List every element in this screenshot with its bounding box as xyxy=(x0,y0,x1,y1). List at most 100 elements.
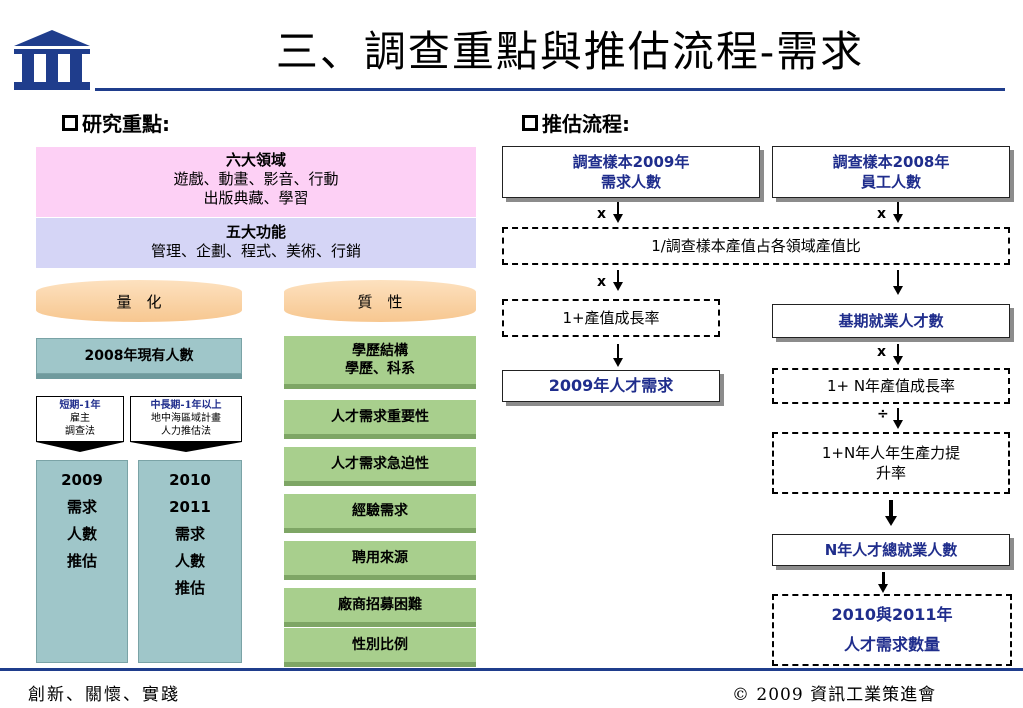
flow-arrow xyxy=(617,270,619,282)
flow-arrow xyxy=(897,408,899,420)
demand-2009-estimate-column: 2009 需求 人數 推估 xyxy=(36,460,128,663)
growth-rate-box: 1+產值成長率 xyxy=(502,299,720,337)
right-section-label: 推估流程: xyxy=(542,112,630,136)
quantitative-label: 量 化 xyxy=(116,292,162,311)
sample-2008-line2: 員工人數 xyxy=(860,173,921,191)
square-bullet-icon xyxy=(522,114,538,131)
long-term-callout: 中長期-1年以上 地中海區域計畫 人力推估法 xyxy=(130,396,242,452)
col2-line: 人數 xyxy=(174,552,205,570)
total-employment-box: N年人才總就業人數 xyxy=(772,534,1010,566)
arrowhead-icon xyxy=(613,358,623,367)
left-section-heading: 研究重點: xyxy=(62,108,170,137)
multiply-label: x xyxy=(877,344,887,360)
multiply-label: x xyxy=(597,274,607,290)
col2-line: 2011 xyxy=(169,498,211,516)
flow-arrow xyxy=(897,344,899,356)
six-fields-band: 六大領域 遊戲、動畫、影音、行動 出版典藏、學習 xyxy=(36,147,476,217)
demand-2010-2011-box: 2010與2011年 人才需求數量 xyxy=(772,594,1012,666)
callout-pointer xyxy=(130,442,242,452)
qualitative-item: 人才需求急迫性 xyxy=(284,447,476,481)
col1-line: 2009 xyxy=(61,471,103,489)
flow-arrow xyxy=(897,202,899,214)
qualitative-item-label: 廠商招募困難 xyxy=(338,597,422,613)
arrowhead-icon xyxy=(613,214,623,223)
qualitative-item-label: 人才需求急迫性 xyxy=(331,456,429,472)
arrowhead-icon xyxy=(893,286,903,295)
footer-copyright: © 2009 資訊工業策進會 xyxy=(732,685,937,705)
footer-divider xyxy=(0,668,1023,671)
n-year-growth-box: 1+ N年產值成長率 xyxy=(772,368,1010,404)
six-fields-heading: 六大領域 xyxy=(225,151,286,169)
short-term-line3: 調查法 xyxy=(65,426,95,437)
institution-logo xyxy=(14,30,90,90)
footer-motto: 創新、關懷、實踐 xyxy=(28,685,180,705)
arrowhead-icon xyxy=(893,356,903,365)
base-employment-label: 基期就業人才數 xyxy=(838,312,944,330)
qualitative-header: 質 性 xyxy=(284,280,476,322)
qualitative-item-label: 聘用來源 xyxy=(352,550,408,566)
sample-2009-line2: 需求人數 xyxy=(600,173,661,191)
col1-line: 需求 xyxy=(66,498,97,516)
sample-2009-demand-box: 調查樣本2009年 需求人數 xyxy=(502,146,760,198)
long-term-line3: 人力推估法 xyxy=(161,426,211,437)
flow-arrow xyxy=(897,270,899,286)
flow-arrow xyxy=(617,202,619,214)
col2-line: 需求 xyxy=(174,525,205,543)
arrowhead-icon xyxy=(878,584,888,593)
arrowhead-icon xyxy=(893,214,903,223)
qualitative-item: 人才需求重要性 xyxy=(284,400,476,434)
col2-line: 推估 xyxy=(174,579,205,597)
qualitative-item-label: 人才需求重要性 xyxy=(331,409,429,425)
qualitative-item: 聘用來源 xyxy=(284,541,476,575)
growth-rate-label: 1+產值成長率 xyxy=(562,309,660,327)
sample-2008-employee-box: 調查樣本2008年 員工人數 xyxy=(772,146,1010,198)
col1-line: 推估 xyxy=(66,552,97,570)
arrowhead-icon xyxy=(613,282,623,291)
col2-line: 2010 xyxy=(169,471,211,489)
page-title: 三、調查重點與推估流程-需求 xyxy=(275,27,865,76)
demand-2010-2011-line2: 人才需求數量 xyxy=(843,635,940,654)
six-fields-line1: 遊戲、動畫、影音、行動 xyxy=(173,170,339,188)
callout-pointer xyxy=(36,442,124,452)
demand-2010-2011-estimate-column: 2010 2011 需求 人數 推估 xyxy=(138,460,242,663)
right-section-heading: 推估流程: xyxy=(522,108,630,137)
qualitative-item-label: 性別比例 xyxy=(352,637,408,653)
square-bullet-icon xyxy=(62,114,78,131)
six-fields-line2: 出版典藏、學習 xyxy=(203,189,309,207)
qualitative-item-label: 學歷結構 xyxy=(352,343,408,359)
quantitative-header: 量 化 xyxy=(36,280,242,322)
qualitative-item-label: 經驗需求 xyxy=(352,503,408,519)
industry-ratio-label: 1/調查樣本產值占各領域產值比 xyxy=(651,237,861,255)
divide-label: ÷ xyxy=(877,406,889,422)
short-term-line1: 短期-1年 xyxy=(59,400,101,411)
five-functions-heading: 五大功能 xyxy=(225,223,286,241)
short-term-callout: 短期-1年 雇主 調查法 xyxy=(36,396,124,452)
qualitative-item: 廠商招募困難 xyxy=(284,588,476,622)
industry-ratio-box: 1/調查樣本產值占各領域產值比 xyxy=(502,227,1010,265)
productivity-line2: 升率 xyxy=(875,464,906,482)
qualitative-label: 質 性 xyxy=(357,292,403,311)
short-term-line2: 雇主 xyxy=(70,413,90,424)
current-headcount-label: 2008年現有人數 xyxy=(84,348,194,364)
long-term-line2: 地中海區域計畫 xyxy=(151,413,221,424)
five-functions-line1: 管理、企劃、程式、美術、行銷 xyxy=(150,242,361,260)
demand-2009-label: 2009年人才需求 xyxy=(548,376,674,395)
productivity-line1: 1+N年人年生產力提 xyxy=(821,444,961,462)
total-employment-label: N年人才總就業人數 xyxy=(824,541,958,559)
current-headcount-box: 2008年現有人數 xyxy=(36,338,242,374)
flow-arrow xyxy=(882,572,885,584)
col1-line: 人數 xyxy=(66,525,97,543)
left-section-label: 研究重點: xyxy=(82,112,170,136)
arrowhead-icon xyxy=(893,420,903,429)
demand-2010-2011-line1: 2010與2011年 xyxy=(831,605,953,624)
long-term-line1: 中長期-1年以上 xyxy=(150,400,222,411)
arrowhead-icon xyxy=(885,516,897,526)
qualitative-item-sublabel: 學歷、科系 xyxy=(345,361,415,377)
n-year-growth-label: 1+ N年產值成長率 xyxy=(826,377,956,395)
productivity-box: 1+N年人年生產力提 升率 xyxy=(772,432,1010,494)
sample-2009-line1: 調查樣本2009年 xyxy=(572,153,690,171)
qualitative-item: 性別比例 xyxy=(284,628,476,662)
qualitative-item: 學歷結構 學歷、科系 xyxy=(284,336,476,384)
flow-arrow xyxy=(889,500,893,516)
multiply-label: x xyxy=(877,206,887,222)
